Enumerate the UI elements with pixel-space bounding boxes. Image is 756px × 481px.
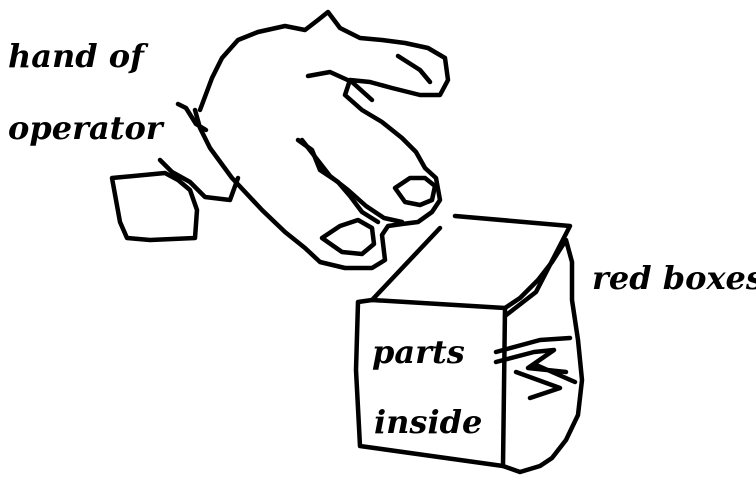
red-boxes-label: red boxes bbox=[592, 262, 756, 294]
fingernail-index bbox=[398, 56, 430, 82]
fingernail-ring bbox=[322, 220, 374, 254]
finger-crease-1 bbox=[308, 72, 372, 100]
parts-label-line2: inside bbox=[374, 406, 482, 438]
fingernail-middle bbox=[395, 178, 435, 205]
box-side-stripes bbox=[496, 338, 575, 398]
hand-palm-outline bbox=[195, 12, 448, 268]
finger-crease-3 bbox=[302, 140, 402, 222]
hand-cuff-outline bbox=[112, 173, 197, 240]
parts-label-line1: parts bbox=[372, 336, 465, 368]
hand-wrist-line bbox=[160, 160, 238, 200]
hand-label-line1: hand of bbox=[8, 40, 144, 72]
hand-label-line2: operator bbox=[8, 112, 163, 144]
box-front-face bbox=[356, 300, 505, 466]
